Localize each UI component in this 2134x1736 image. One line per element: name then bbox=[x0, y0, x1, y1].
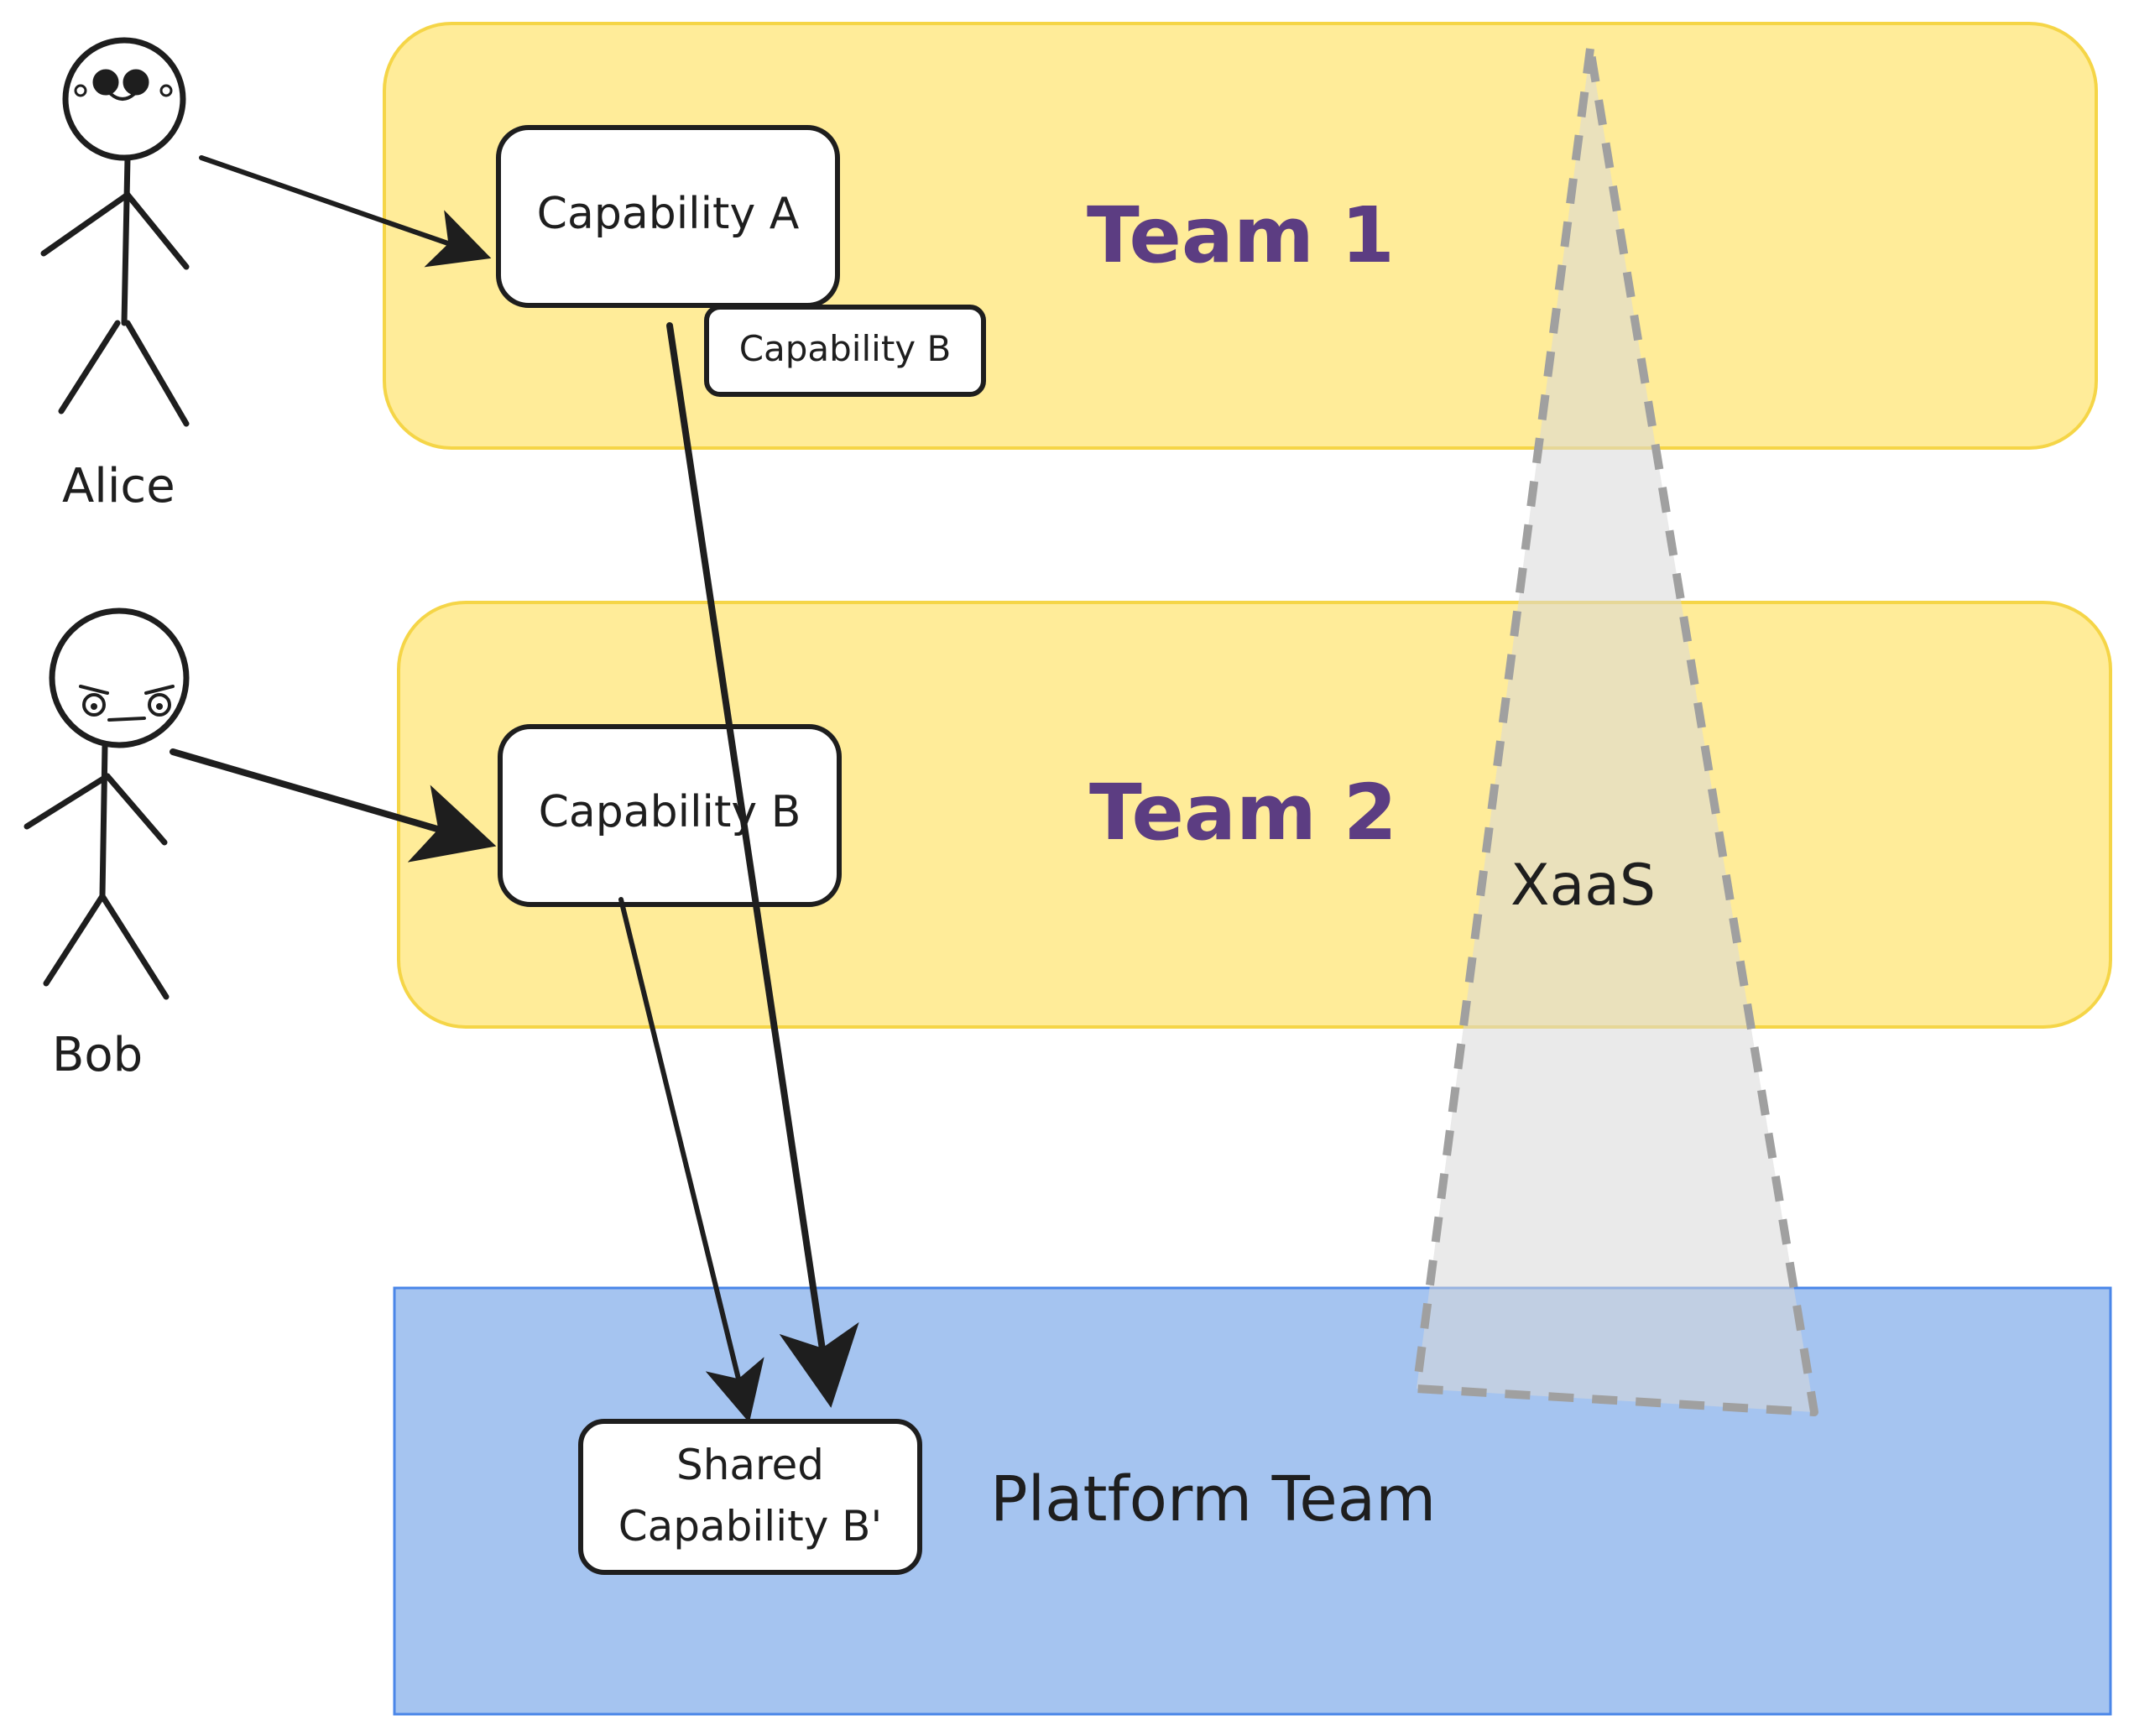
bob-right-arm bbox=[104, 773, 168, 846]
alice-left-cheek-icon bbox=[74, 84, 87, 97]
capability-a-label: Capability A bbox=[537, 189, 800, 239]
bob-left-brow-icon bbox=[79, 685, 109, 695]
alice-mouth-icon bbox=[109, 92, 136, 101]
bob-head bbox=[49, 607, 190, 748]
capability-b-team1-label: Capability B bbox=[739, 328, 952, 369]
alice-name: Alice bbox=[62, 459, 175, 514]
shared-capability-label-line2: Capability B' bbox=[618, 1502, 882, 1551]
alice-right-leg bbox=[124, 320, 190, 427]
alice-figure[interactable] bbox=[40, 37, 190, 427]
bob-left-arm bbox=[23, 773, 111, 830]
alice-right-arm bbox=[124, 191, 190, 270]
arrow-capability-b-to-shared[interactable] bbox=[618, 897, 764, 1423]
capability-b-team2-box bbox=[498, 724, 842, 907]
alice-body bbox=[121, 154, 131, 326]
capability-b-team1-box bbox=[704, 305, 986, 397]
capability-b-team1-node[interactable]: Capability B bbox=[704, 305, 986, 397]
shared-capability-node[interactable]: Shared Capability B' bbox=[578, 1419, 922, 1575]
bob-name: Bob bbox=[52, 1028, 143, 1082]
bob-left-pupil-icon bbox=[91, 703, 97, 710]
xaas-label: XaaS bbox=[1510, 852, 1656, 919]
team1-label: Team 1 bbox=[1087, 190, 1395, 280]
bob-left-leg bbox=[43, 893, 106, 987]
capability-a-node[interactable]: Capability A bbox=[496, 125, 840, 308]
bob-right-brow-icon bbox=[144, 685, 175, 695]
alice-left-arm bbox=[40, 191, 131, 257]
bob-figure[interactable] bbox=[23, 607, 190, 1000]
capability-b-team2-label: Capability B bbox=[539, 787, 801, 837]
alice-left-eye-icon bbox=[92, 69, 119, 96]
arrow-capability-a-to-shared[interactable] bbox=[666, 322, 859, 1408]
bob-right-eye-icon bbox=[148, 693, 171, 717]
alice-right-cheek-icon bbox=[159, 84, 173, 97]
arrow-bob-to-capability-b[interactable] bbox=[170, 748, 497, 863]
bob-right-pupil-icon bbox=[156, 703, 163, 710]
bob-left-eye-icon bbox=[82, 693, 106, 717]
connections bbox=[170, 155, 859, 1423]
capability-b-team2-node[interactable]: Capability B bbox=[498, 724, 842, 907]
alice-right-eye-icon bbox=[123, 69, 149, 96]
platform-team-label: Platform Team bbox=[990, 1463, 1436, 1535]
arrow-alice-to-capability-a[interactable] bbox=[199, 155, 492, 268]
shared-capability-label-line1: Shared bbox=[676, 1441, 824, 1489]
capability-a-box bbox=[496, 125, 840, 308]
bob-right-leg bbox=[99, 893, 170, 1000]
team2-label: Team 2 bbox=[1089, 768, 1397, 858]
bob-mouth-icon bbox=[107, 717, 146, 722]
bob-body bbox=[99, 742, 108, 899]
alice-left-leg bbox=[58, 320, 121, 414]
xaas-triangle[interactable] bbox=[1412, 44, 1818, 1416]
